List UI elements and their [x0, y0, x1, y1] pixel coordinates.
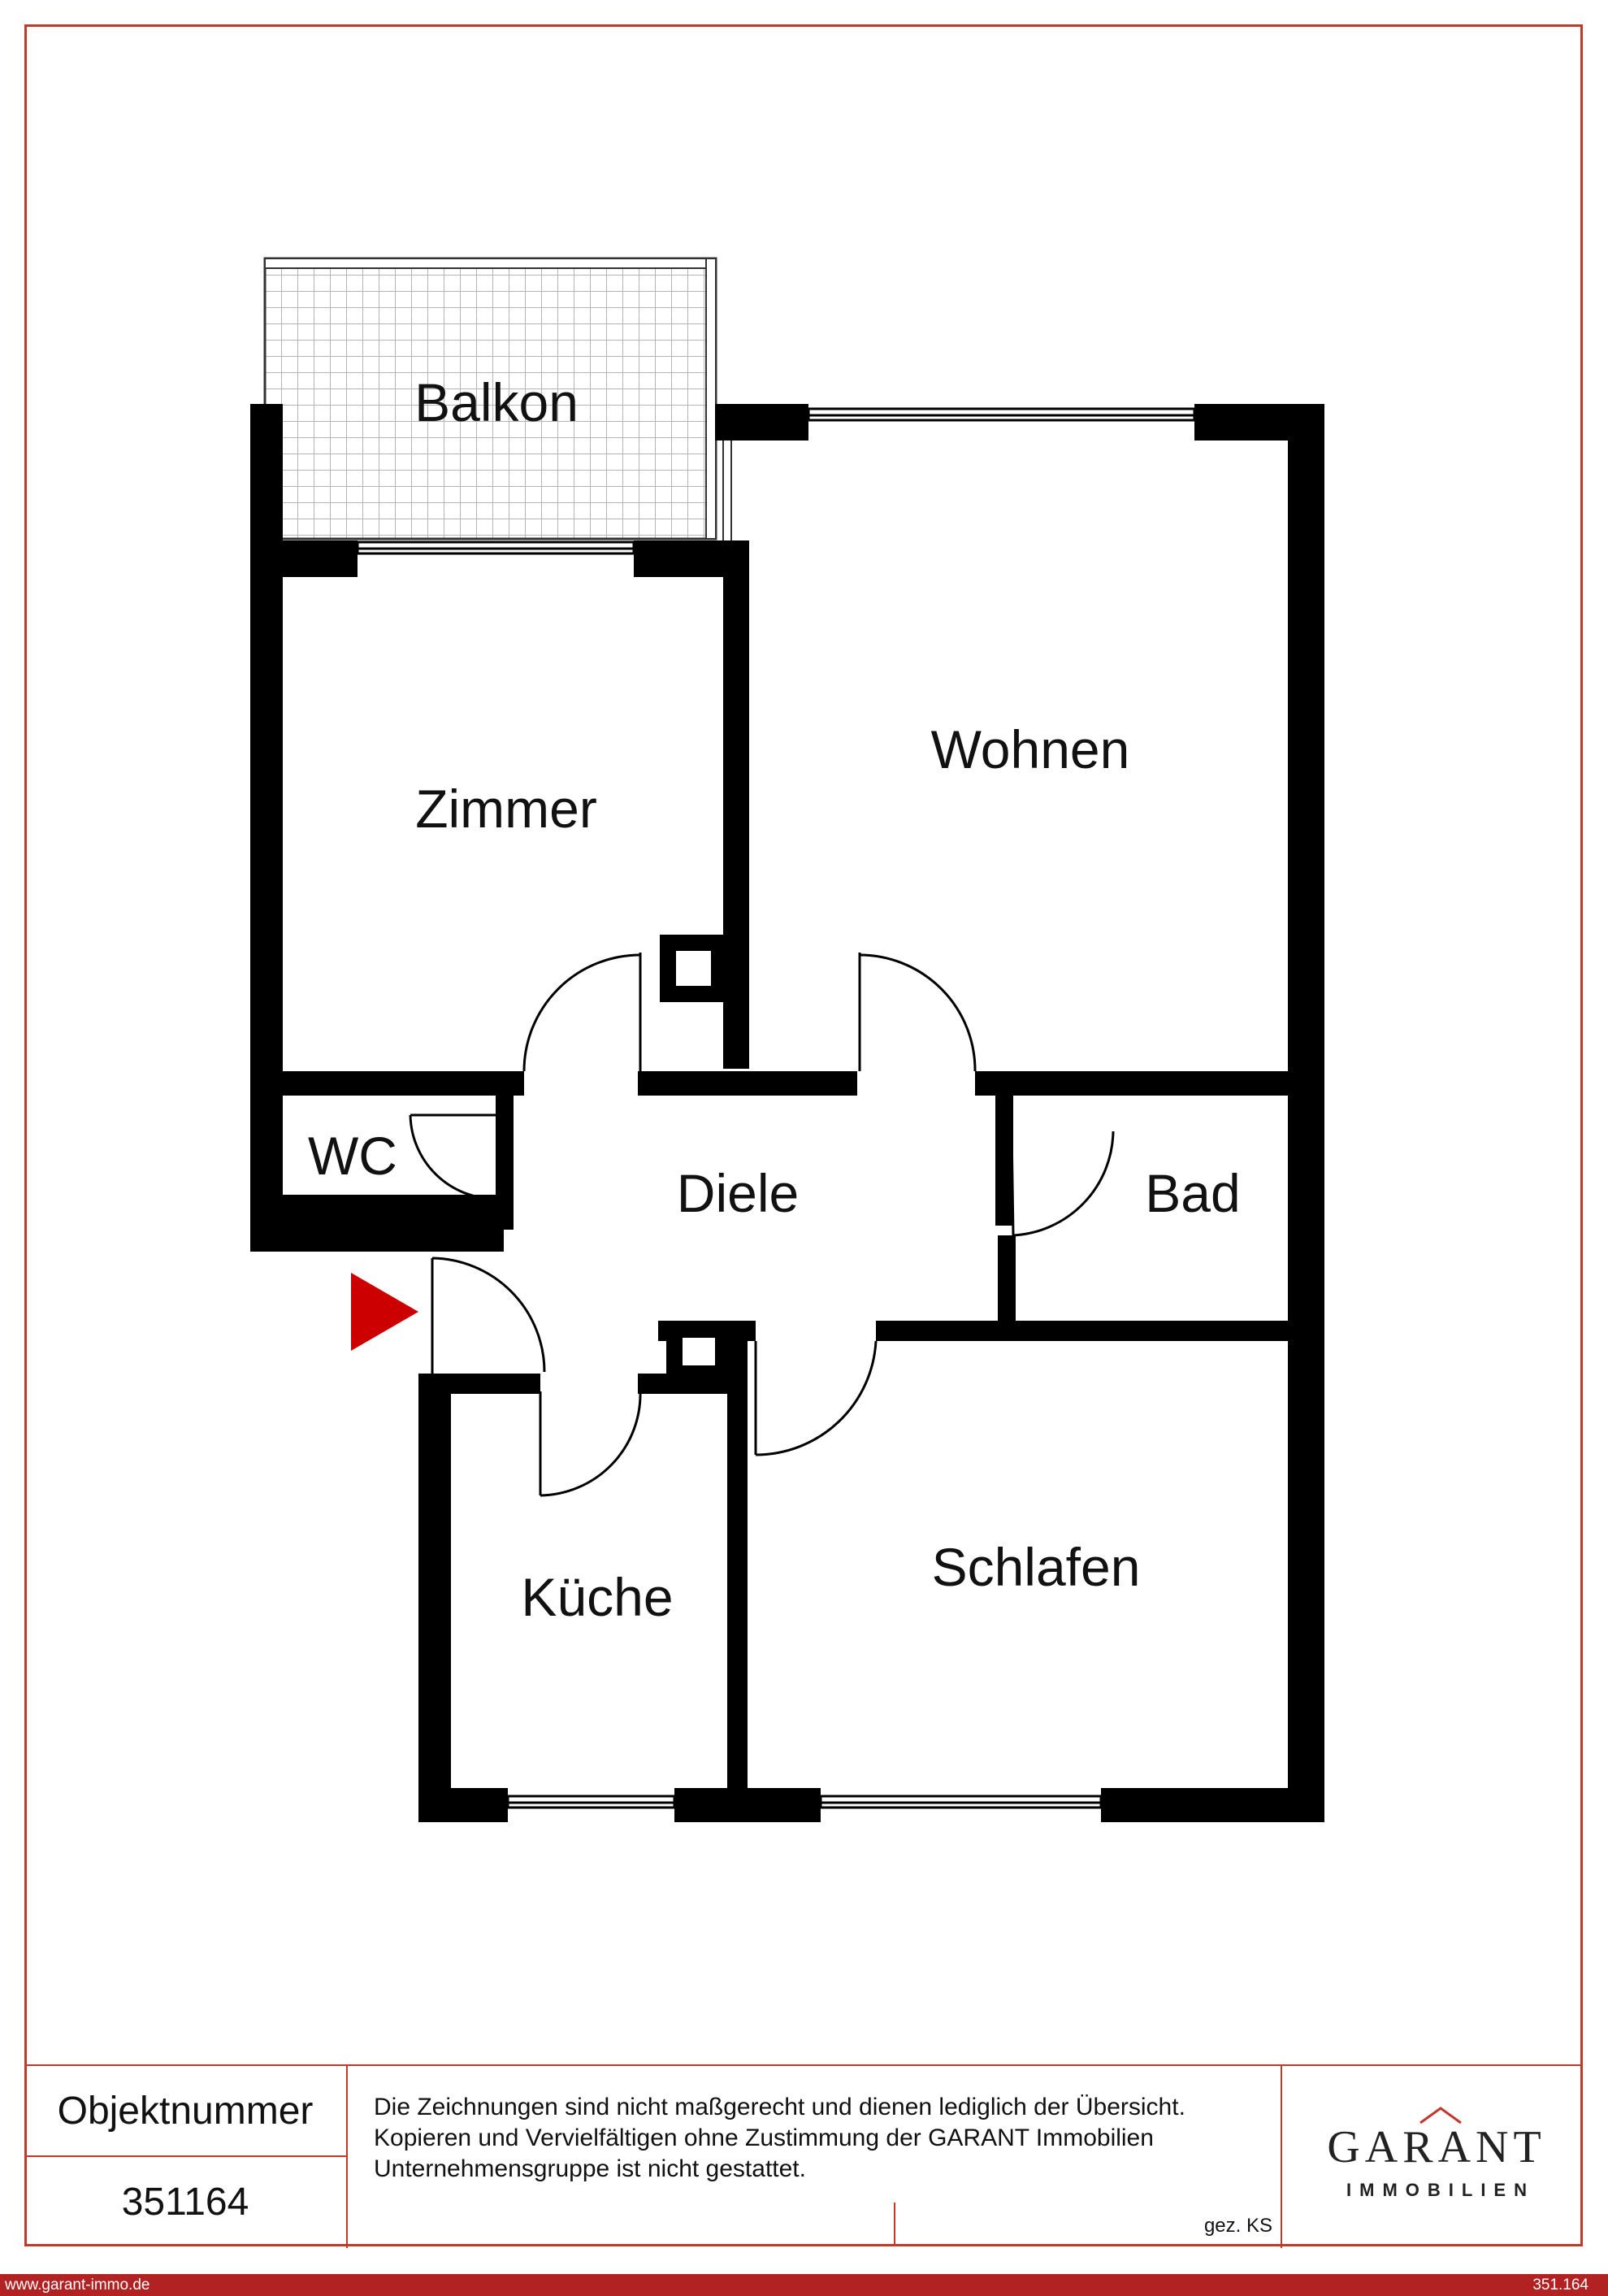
- room-label-diele: Diele: [676, 1163, 800, 1223]
- room-label-zimmer: Zimmer: [415, 779, 597, 839]
- doors: [409, 953, 1115, 1497]
- title-block: Objektnummer 351164 Die Zeichnungen sind…: [24, 2064, 1583, 2248]
- walls: [250, 404, 1324, 1822]
- room-label-wc: WC: [308, 1126, 397, 1186]
- object-number-value: 351164: [24, 2157, 348, 2248]
- logo-mark: GARANT IMMOBILIEN: [1327, 2107, 1545, 2200]
- room-label-bad: Bad: [1145, 1163, 1241, 1223]
- entrance-arrow-icon: [351, 1273, 418, 1351]
- footer-number: 351.164: [1532, 2276, 1588, 2294]
- balcony: [263, 257, 732, 540]
- floor-plan: [250, 257, 1324, 1822]
- signed-by: gez. KS: [1203, 2215, 1272, 2237]
- object-number-label: Objektnummer: [24, 2066, 348, 2157]
- footer-url[interactable]: www.garant-immo.de: [5, 2276, 150, 2294]
- disclaimer-line: Unternehmensgruppe ist nicht gestattet.: [374, 2155, 806, 2182]
- room-label-balkon: Balkon: [414, 372, 579, 432]
- garant-logo: GARANT IMMOBILIEN: [1282, 2066, 1583, 2248]
- signature-divider: [894, 2203, 895, 2246]
- disclaimer-line: Kopieren und Vervielfältigen ohne Zustim…: [374, 2125, 1154, 2151]
- logo-subtitle: IMMOBILIEN: [1346, 2180, 1535, 2200]
- logo-name: GARANT: [1327, 2122, 1545, 2172]
- room-label-schlafen: Schlafen: [931, 1537, 1141, 1597]
- disclaimer-note: Die Zeichnungen sind nicht maßgerecht un…: [348, 2066, 1282, 2248]
- room-label-wohnen: Wohnen: [930, 719, 1130, 779]
- footer-bar: www.garant-immo.de 351.164: [0, 2274, 1608, 2296]
- disclaimer-line: Die Zeichnungen sind nicht maßgerecht un…: [374, 2094, 1185, 2120]
- page-border: [24, 24, 1583, 2246]
- windows: [356, 407, 1196, 1809]
- room-label-kueche: Küche: [521, 1567, 674, 1627]
